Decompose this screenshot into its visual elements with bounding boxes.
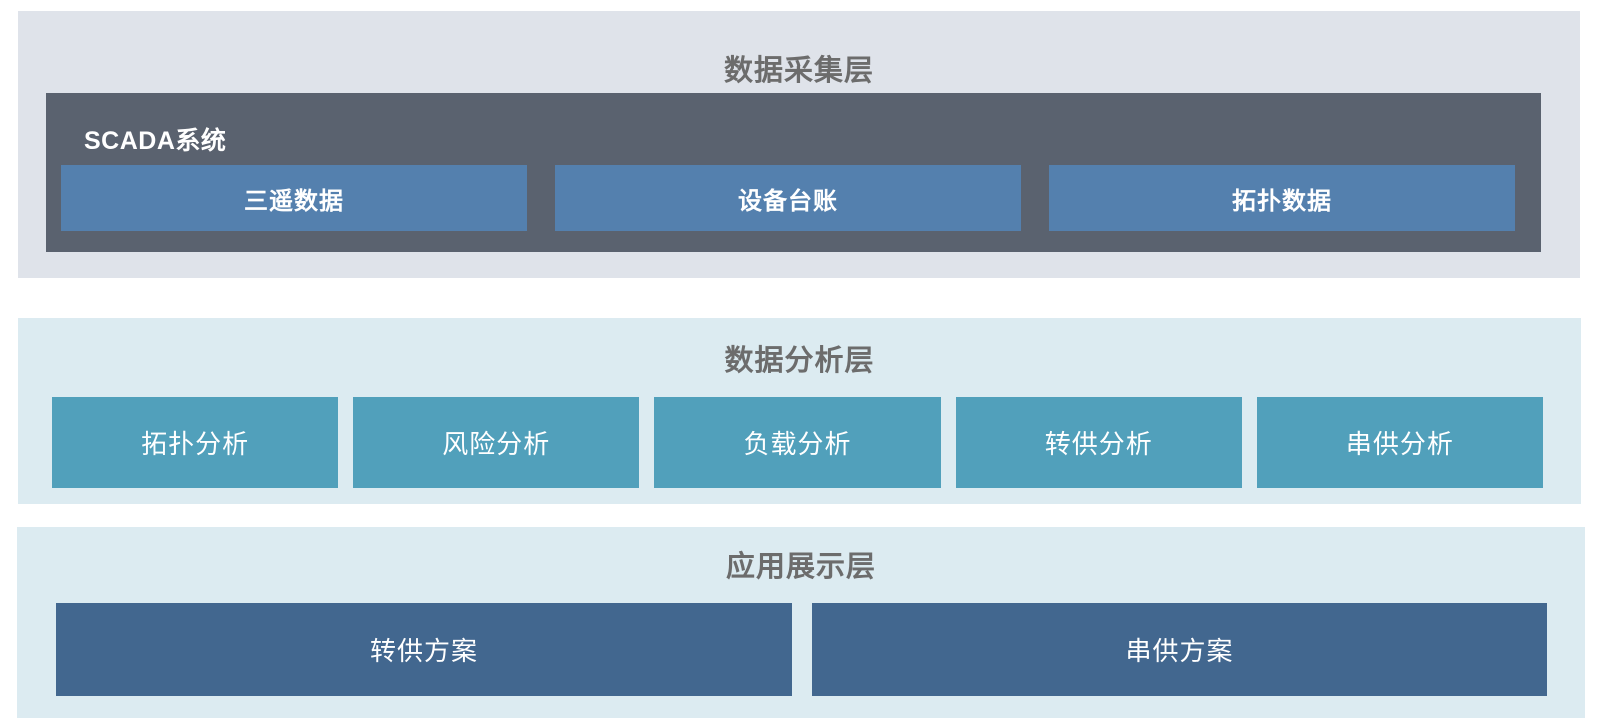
scada-system-label: SCADA系统 bbox=[84, 127, 227, 155]
analysis-item-series-supply[interactable]: 串供分析 bbox=[1256, 397, 1544, 488]
layer-data-analysis: 数据分析层 拓扑分析 风险分析 负载分析 转供分析 串供分析 bbox=[18, 318, 1581, 504]
analysis-item-list: 拓扑分析 风险分析 负载分析 转供分析 串供分析 bbox=[52, 397, 1544, 488]
layer-data-collection-title: 数据采集层 bbox=[723, 55, 874, 87]
application-item-series-supply-plan[interactable]: 串供方案 bbox=[812, 603, 1547, 696]
application-item-transfer-supply-plan[interactable]: 转供方案 bbox=[56, 603, 792, 696]
layer-data-collection: 数据采集层 SCADA系统 三遥数据 设备台账 拓扑数据 bbox=[18, 11, 1580, 278]
analysis-item-load[interactable]: 负载分析 bbox=[654, 397, 941, 488]
analysis-item-risk[interactable]: 风险分析 bbox=[353, 397, 640, 488]
scada-item-topology-data[interactable]: 拓扑数据 bbox=[1049, 165, 1515, 231]
layer-application-presentation-title: 应用展示层 bbox=[725, 551, 876, 583]
scada-item-telemetry[interactable]: 三遥数据 bbox=[61, 165, 527, 231]
layer-application-presentation: 应用展示层 转供方案 串供方案 bbox=[17, 527, 1585, 718]
scada-item-equipment-ledger[interactable]: 设备台账 bbox=[555, 165, 1021, 231]
layer-data-analysis-title: 数据分析层 bbox=[724, 345, 875, 377]
application-item-list: 转供方案 串供方案 bbox=[56, 603, 1547, 696]
scada-item-list: 三遥数据 设备台账 拓扑数据 bbox=[61, 165, 1515, 231]
analysis-item-transfer-supply[interactable]: 转供分析 bbox=[955, 397, 1242, 488]
analysis-item-topology[interactable]: 拓扑分析 bbox=[52, 397, 339, 488]
scada-system-group: SCADA系统 三遥数据 设备台账 拓扑数据 bbox=[46, 93, 1541, 252]
